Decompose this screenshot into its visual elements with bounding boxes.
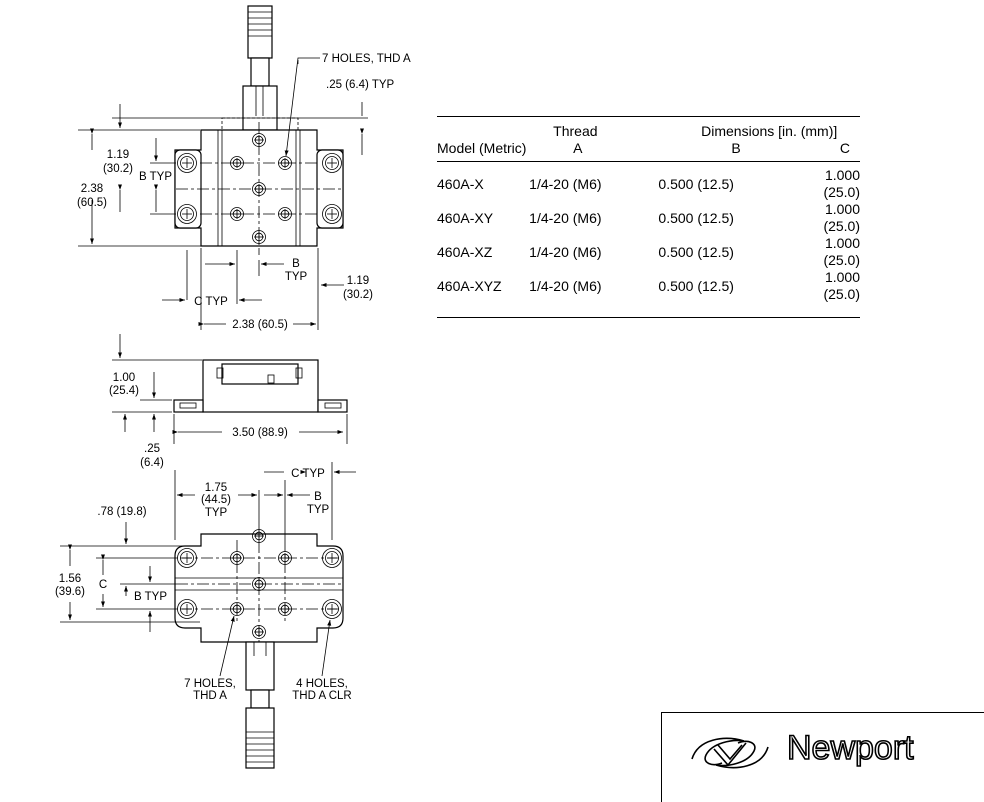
holes7-bottom-2: THD A — [193, 690, 227, 702]
c-label: C — [99, 579, 107, 591]
cell-c: 1.000 (25.0) — [823, 235, 861, 268]
dim-025-mm: (6.4) — [140, 457, 164, 469]
side-view: 1.00 (25.4) 3.50 (88.9) .25 (6.4) — [109, 334, 348, 469]
b-label-2: B — [314, 491, 322, 503]
dim-175: 1.75 — [205, 482, 227, 494]
table-row: 460A-XZ 1/4-20 (M6) 0.500 (12.5) 1.000 (… — [437, 235, 860, 269]
cell-b: 0.500 (12.5) — [658, 175, 734, 192]
c-typ-a: C TYP — [194, 296, 228, 308]
table-row: 460A-X 1/4-20 (M6) 0.500 (12.5) 1.000 (2… — [437, 162, 860, 202]
holes7-bottom-1: 7 HOLES, — [184, 678, 236, 690]
dim-100: 1.00 — [113, 372, 135, 384]
cell-thread: 1/4-20 (M6) — [529, 277, 602, 294]
dim-156: 1.56 — [59, 573, 81, 585]
brand-box: Newport — [661, 712, 984, 802]
cell-model: 460A-XY — [437, 209, 494, 226]
cell-c: 1.000 (25.0) — [823, 201, 861, 234]
dim-156-mm: (39.6) — [55, 586, 85, 598]
newport-logo-icon — [691, 737, 769, 769]
header-model: Model (Metric) — [437, 140, 530, 162]
cell-thread: 1/4-20 (M6) — [529, 209, 602, 226]
dim-119-b: 1.19 — [347, 275, 369, 287]
dim-238-b: 2.38 (60.5) — [232, 319, 288, 331]
dim-100-mm: (25.4) — [109, 385, 139, 397]
header-b: B — [658, 140, 824, 162]
table-row: 460A-XY 1/4-20 (M6) 0.500 (12.5) 1.000 (… — [437, 201, 860, 235]
bottom-view: C TYP 1.75 (44.5) TYP B TYP .78 (19.8) 1… — [55, 462, 356, 769]
micrometer-bottom — [245, 641, 275, 769]
typ-175: TYP — [205, 507, 228, 519]
brand-name: Newport — [786, 728, 914, 768]
cell-model: 460A-X — [437, 175, 484, 192]
dim-078: .78 (19.8) — [97, 506, 146, 518]
b-typ-bottom: B TYP — [134, 591, 167, 603]
b-label: B — [292, 258, 300, 270]
dim-238-a: 2.38 — [81, 183, 103, 195]
cell-c: 1.000 (25.0) — [823, 167, 861, 200]
spec-table: Thread Dimensions [in. (mm)] Model (Metr… — [437, 116, 860, 318]
cell-thread: 1/4-20 (M6) — [529, 175, 602, 192]
typ-label: TYP — [285, 271, 308, 283]
micrometer-top — [242, 5, 278, 131]
dim-119-a-mm: (30.2) — [103, 163, 133, 175]
dim-175-mm: (44.5) — [201, 494, 231, 506]
cell-model: 460A-XZ — [437, 243, 493, 260]
cell-c: 1.000 (25.0) — [823, 269, 861, 302]
technical-drawing: 7 HOLES, THD A .25 (6.4) TYP 1.19 (30.2)… — [55, 5, 411, 769]
dim-119-a: 1.19 — [107, 149, 129, 161]
header-blank — [437, 117, 529, 140]
typ-label-2: TYP — [307, 504, 330, 516]
top-view: 7 HOLES, THD A .25 (6.4) TYP 1.19 (30.2)… — [77, 5, 411, 331]
dim-025: .25 — [144, 443, 160, 455]
cell-b: 0.500 (12.5) — [658, 243, 734, 260]
header-thread: Thread — [553, 123, 598, 139]
header-dimensions: Dimensions [in. (mm)] — [701, 123, 838, 139]
table-row: 460A-XYZ 1/4-20 (M6) 0.500 (12.5) 1.000 … — [437, 269, 860, 317]
cell-b: 0.500 (12.5) — [658, 277, 734, 294]
holes4-bottom-2: THD A CLR — [292, 690, 351, 702]
c-typ-b: C TYP — [291, 468, 325, 480]
cell-thread: 1/4-20 (M6) — [529, 243, 602, 260]
holes4-bottom-1: 4 HOLES, — [296, 678, 348, 690]
callout-typ-025: .25 (6.4) TYP — [326, 79, 395, 91]
header-c: C — [823, 140, 860, 162]
b-typ-left: B TYP — [139, 171, 172, 183]
header-a: A — [529, 140, 659, 162]
dim-350: 3.50 (88.9) — [232, 427, 288, 439]
dim-238-a-mm: (60.5) — [77, 197, 107, 209]
dim-119-b-mm: (30.2) — [343, 289, 373, 301]
callout-holes-top: 7 HOLES, THD A — [322, 53, 411, 65]
cell-model: 460A-XYZ — [437, 277, 502, 294]
cell-b: 0.500 (12.5) — [658, 209, 734, 226]
